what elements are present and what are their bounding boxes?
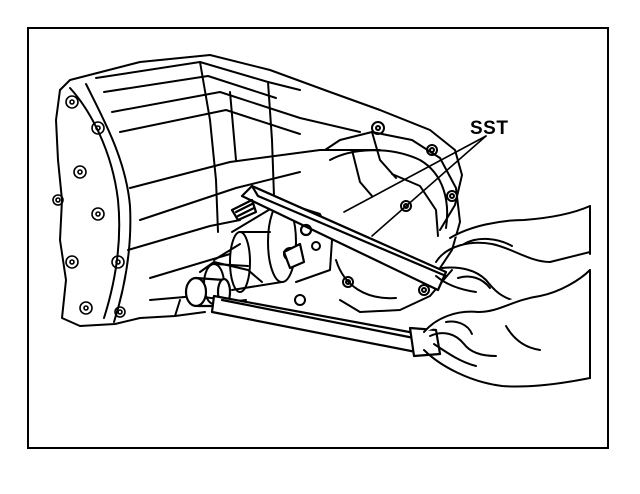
hand-holding-sst <box>435 205 591 301</box>
hand-holding-wrench <box>423 269 591 388</box>
sst-bar <box>230 184 448 292</box>
transmission-case <box>55 54 463 327</box>
sst-leader-line <box>343 135 487 237</box>
flange-bolts <box>52 95 126 318</box>
ratchet-wrench <box>184 276 442 358</box>
sst-callout-label: SST <box>470 118 509 139</box>
illustration-frame <box>27 27 609 449</box>
